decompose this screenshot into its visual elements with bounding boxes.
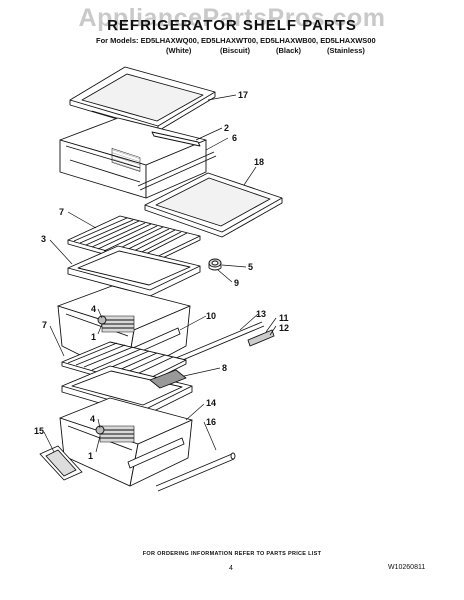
shelf-frame — [67, 245, 201, 297]
callout-18: 18 — [254, 157, 264, 167]
callout-14: 14 — [206, 398, 216, 408]
color-white: (White) — [166, 46, 192, 55]
glass-shelf-top — [69, 66, 216, 132]
callout-2: 2 — [224, 123, 229, 133]
callout-7-lower: 7 — [42, 320, 47, 330]
drawer-rail-lower — [155, 452, 236, 492]
callout-4-upper: 4 — [91, 304, 96, 314]
callout-16: 16 — [206, 417, 216, 427]
upper-crisper-drawer — [59, 117, 207, 199]
crisper-cover-panel — [67, 215, 201, 267]
glass-shelf-right — [144, 172, 283, 238]
callout-11: 11 — [279, 313, 289, 323]
callout-3: 3 — [41, 234, 46, 244]
page-number: 4 — [229, 565, 233, 572]
callout-12: 12 — [279, 323, 289, 333]
callout-10: 10 — [206, 311, 216, 321]
ordering-note: FOR ORDERING INFORMATION REFER TO PARTS … — [142, 551, 322, 557]
callout-5: 5 — [248, 262, 253, 272]
callout-9: 9 — [234, 278, 239, 288]
callout-13: 13 — [256, 309, 266, 319]
callout-1-upper: 1 — [91, 332, 96, 342]
callout-8: 8 — [222, 363, 227, 373]
color-biscuit: (Biscuit) — [220, 46, 250, 55]
document-number: W10260811 — [388, 564, 426, 571]
lower-shelf-frame — [61, 365, 193, 417]
color-stainless: (Stainless) — [327, 46, 365, 55]
callout-15: 15 — [34, 426, 44, 436]
knob-part — [208, 258, 222, 271]
callout-6: 6 — [232, 133, 237, 143]
color-black: (Black) — [276, 46, 302, 55]
callout-4-lower: 4 — [90, 414, 95, 424]
callout-1-lower: 1 — [88, 451, 93, 461]
callout-17: 17 — [238, 90, 248, 100]
lower-crisper-drawer — [59, 397, 193, 487]
model-list: For Models: ED5LHAXWQ00, ED5LHAXWT00, ED… — [96, 36, 376, 45]
page-title: REFRIGERATOR SHELF PARTS — [107, 17, 357, 34]
watermark: AppliancePartsPros.com — [78, 4, 386, 32]
leader-lines — [43, 94, 277, 453]
drawer-rail-upper — [137, 151, 217, 191]
callout-7-upper: 7 — [59, 207, 64, 217]
